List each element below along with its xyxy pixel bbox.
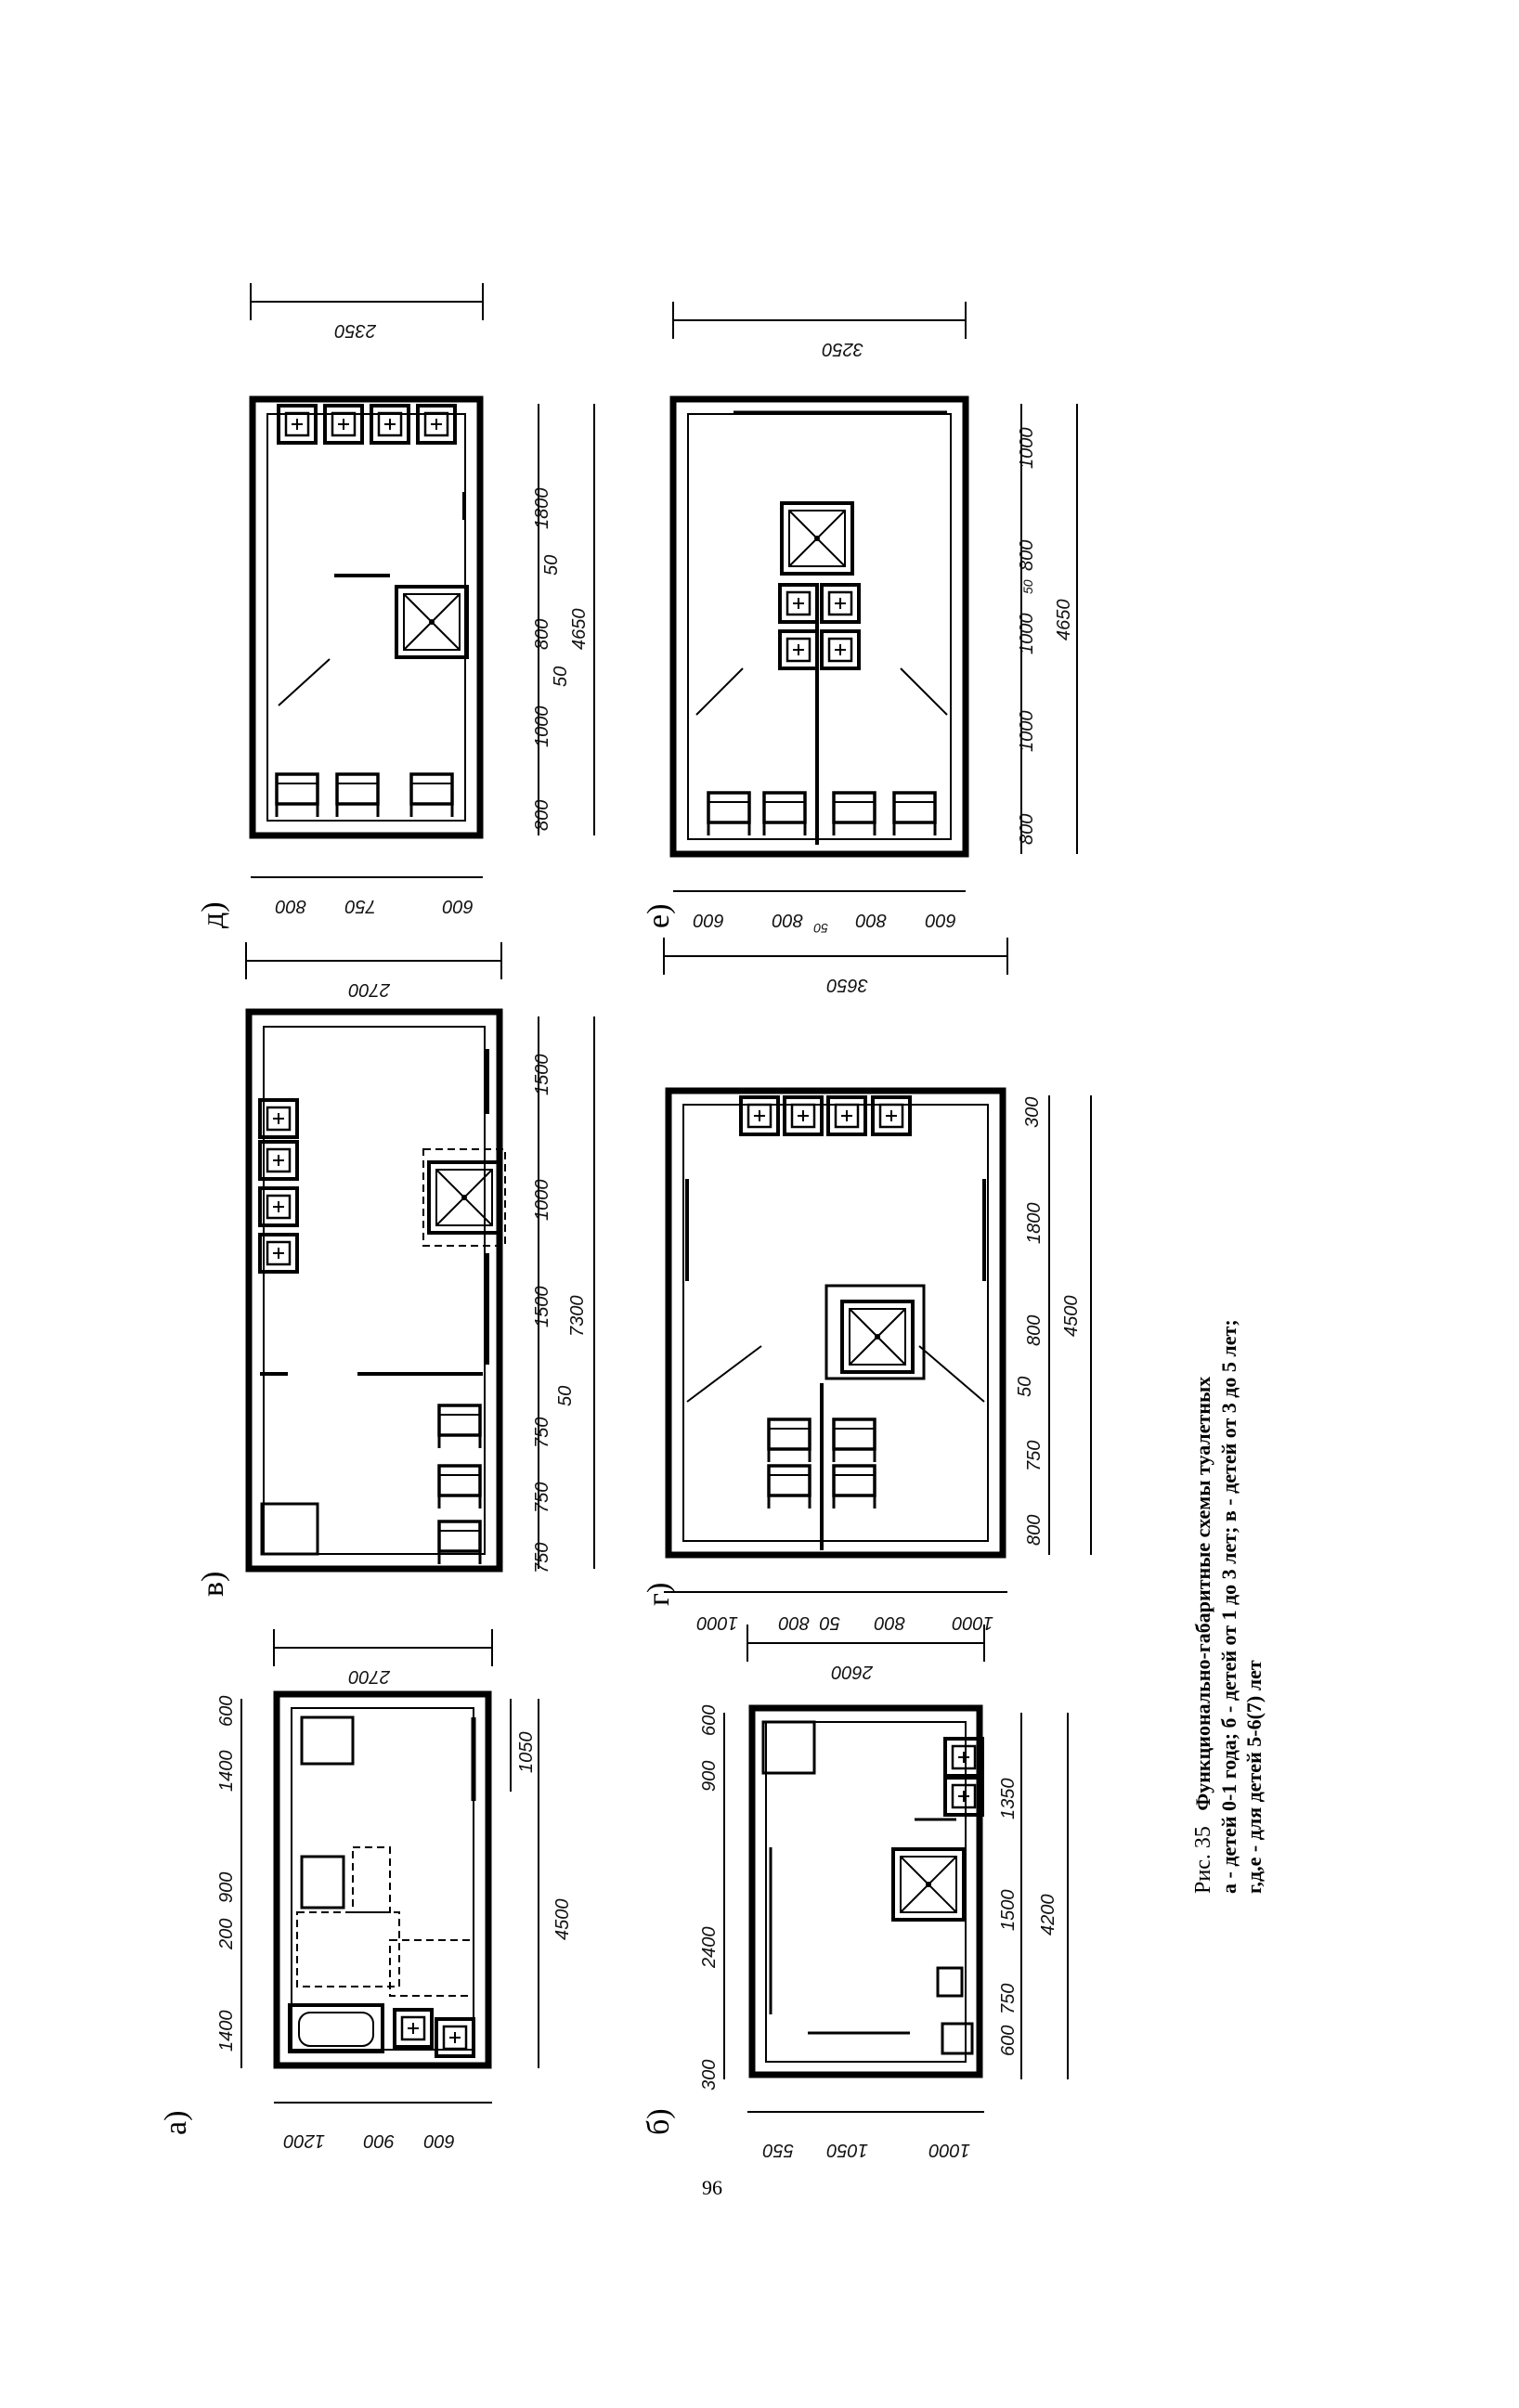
plan-d-seg-2: 1000 <box>532 706 552 748</box>
plan-g-seg-3: 50 <box>1015 1377 1035 1397</box>
plan-a-seg-1: 1400 <box>216 2011 237 2052</box>
plan-a-side-3: 1200 <box>284 2130 326 2151</box>
plan-v-seg-2: 750 <box>532 1482 552 1513</box>
plan-e-label: е) <box>642 904 676 928</box>
plan-g-side-2: 800 <box>875 1612 905 1633</box>
plan-g-label: г) <box>642 1583 676 1606</box>
plan-d-length: 4650 <box>569 609 590 651</box>
plan-e-seg-3: 1000 <box>1017 614 1037 655</box>
plan-e-side-2: 800 <box>856 910 887 930</box>
plan-a-label: а) <box>159 2111 193 2135</box>
plan-a-side-2: 900 <box>364 2130 395 2151</box>
plan-d-width: 2350 <box>335 320 378 341</box>
plan-d-seg-3: 800 <box>532 619 552 650</box>
plan-e-seg-6: 50 <box>1020 579 1035 594</box>
plan-v-label: в) <box>196 1572 230 1597</box>
plan-e-seg-2: 1000 <box>1017 711 1037 753</box>
plan-e-width: 3250 <box>823 339 864 359</box>
plan-g-width: 3650 <box>827 975 869 995</box>
plan-e-side-3: 50 <box>813 921 828 936</box>
plan-v-seg-1: 750 <box>532 1543 552 1573</box>
plan-d-seg-4: 1800 <box>532 488 552 530</box>
plan-v-seg-6: 1500 <box>532 1055 552 1096</box>
figure-caption: Рис. 35 Функционально-габаритные схемы т… <box>1190 1319 1302 1894</box>
plan-g: г) 3650 800 750 50 800 1800 300 4500 <box>642 938 1092 1633</box>
plan-v-seg-3: 750 <box>532 1418 552 1448</box>
plan-a-seg-5: 600 <box>216 1696 237 1727</box>
plan-e-seg-4: 800 <box>1017 540 1037 571</box>
plan-e-length: 4650 <box>1054 600 1074 641</box>
plan-d-side-3: 800 <box>276 896 306 916</box>
plan-v-seg-5: 1000 <box>532 1180 552 1222</box>
plan-d-seg-6: 50 <box>541 555 562 576</box>
plan-d-seg-1: 800 <box>532 800 552 831</box>
plan-b-seg-7: 1500 <box>998 1890 1019 1932</box>
plan-g-side-5: 1000 <box>697 1612 739 1633</box>
plan-d-side-1: 600 <box>443 896 474 916</box>
plan-b-seg-2: 2400 <box>699 1927 720 1970</box>
plan-d-label: д) <box>196 901 230 928</box>
plan-b-length: 4200 <box>1038 1895 1058 1936</box>
plan-e-seg-5: 1000 <box>1017 428 1037 470</box>
plan-e: е) 3250 800 1000 1000 800 1000 50 4650 6… <box>642 302 1078 936</box>
caption-label: Рис. 35 <box>1191 1826 1215 1894</box>
plan-e-side-5: 600 <box>694 910 724 930</box>
plan-d: д) 2350 800 1000 800 1800 50 50 4650 600… <box>196 283 595 928</box>
plan-a-seg-4: 1400 <box>216 1751 237 1793</box>
plan-e-side-4: 800 <box>772 910 803 930</box>
plan-g-side-1: 1000 <box>953 1612 994 1633</box>
plan-g-seg-1: 800 <box>1024 1515 1045 1546</box>
plan-e-side-1: 600 <box>926 910 956 930</box>
plan-g-side-3: 50 <box>820 1612 840 1633</box>
plan-b-seg-1: 300 <box>699 2060 720 2091</box>
plan-b-side-3: 550 <box>763 2140 794 2160</box>
plan-b-side-1: 1000 <box>929 2140 971 2160</box>
caption-title: Функционально-габаритные схемы туалетных <box>1191 1376 1214 1811</box>
plan-g-seg-4: 800 <box>1024 1315 1045 1346</box>
plan-v: в) 2700 750 750 750 1500 1000 1500 50 73… <box>196 942 595 1597</box>
plan-b-side-2: 1050 <box>827 2140 869 2160</box>
plan-b-seg-8: 1350 <box>998 1779 1019 1820</box>
plan-v-width: 2700 <box>349 979 392 1000</box>
caption-line-2: а - детей 0-1 года; б - детей от 1 до 3 … <box>1217 1319 1240 1894</box>
plan-a-seg-2: 200 <box>216 1919 237 1950</box>
plan-a-seg-6: 1050 <box>516 1732 537 1774</box>
plan-v-seg-4: 1500 <box>532 1287 552 1328</box>
plan-v-length: 7300 <box>567 1296 588 1338</box>
caption-line-3: г,д,е - для детей 5-6(7) лет <box>1242 1660 1266 1894</box>
plan-e-seg-1: 800 <box>1017 814 1037 845</box>
plan-a-width: 2700 <box>349 1666 392 1687</box>
plan-b-seg-3: 900 <box>699 1761 720 1792</box>
plan-d-seg-5: 50 <box>551 667 571 687</box>
plan-b-seg-6: 750 <box>998 1984 1019 2014</box>
plan-g-side-4: 800 <box>779 1612 810 1633</box>
plan-g-seg-5: 1800 <box>1024 1203 1045 1245</box>
plan-a-seg-3: 900 <box>216 1872 237 1903</box>
plan-g-length: 4500 <box>1061 1296 1082 1338</box>
plan-a-length: 4500 <box>552 1899 573 1941</box>
plan-g-seg-6: 300 <box>1022 1097 1043 1128</box>
plan-a-side-1: 600 <box>424 2130 455 2151</box>
page-number: 96 <box>702 2176 722 2199</box>
plan-b-seg-4: 600 <box>699 1705 720 1736</box>
plan-d-side-2: 750 <box>345 896 376 916</box>
plan-b: б) 2600 300 2400 900 600 600 750 1500 13… <box>642 1625 1069 2160</box>
plan-b-seg-5: 600 <box>998 2026 1019 2056</box>
plan-v-seg-7: 50 <box>555 1386 576 1406</box>
plan-b-label: б) <box>642 2108 676 2135</box>
plan-b-width: 2600 <box>832 1662 875 1682</box>
plan-a: а) 2700 1400 200 900 1400 600 4500 1050 <box>159 1629 573 2151</box>
plan-g-seg-2: 750 <box>1024 1441 1045 1471</box>
